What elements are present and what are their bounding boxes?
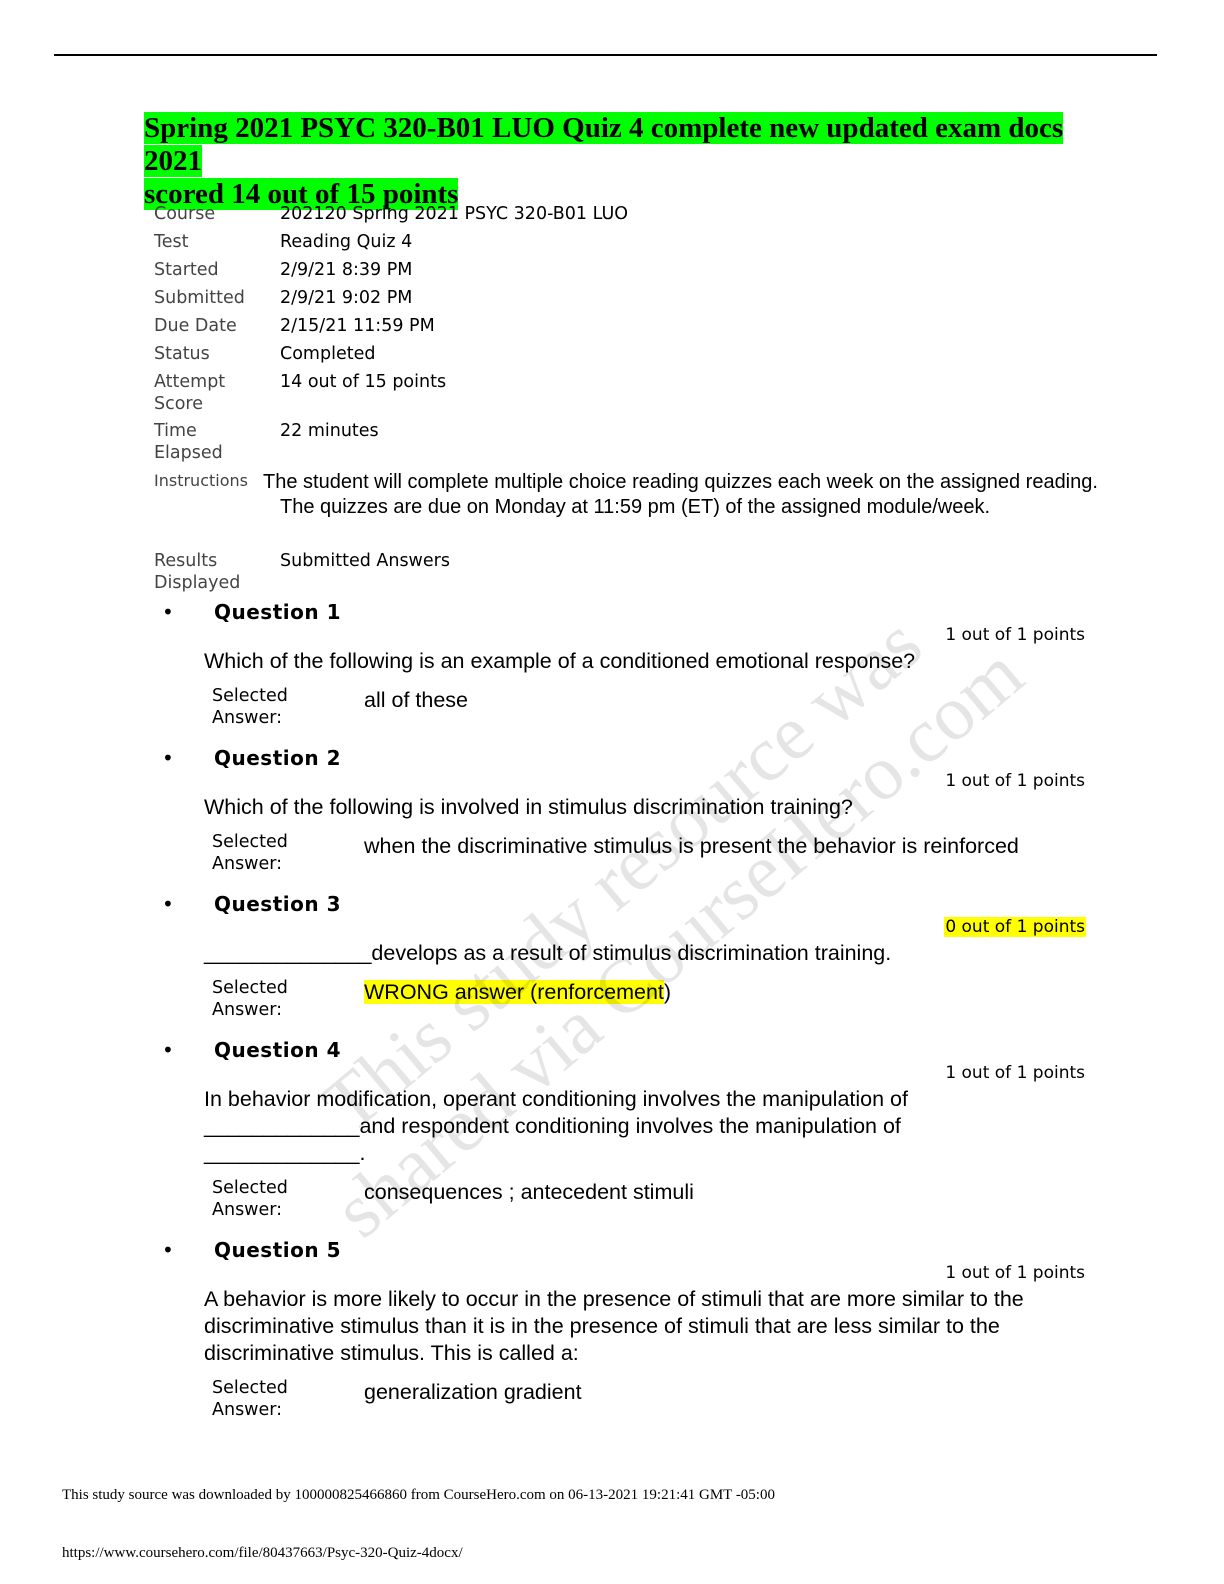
question-points: 1 out of 1 points <box>154 624 1094 646</box>
selected-answer-value: WRONG answer (renforcement) <box>364 977 1094 1006</box>
question-points: 1 out of 1 points <box>154 770 1094 792</box>
question-text: In behavior modification, operant condit… <box>204 1086 1094 1167</box>
question-points: 1 out of 1 points <box>154 1062 1094 1084</box>
meta-value: 22 minutes <box>280 421 379 441</box>
points-text-wrong: 0 out of 1 points <box>944 917 1086 937</box>
meta-label: Status <box>154 344 210 364</box>
question-header: • Question 3 <box>154 889 1094 919</box>
points-text: 1 out of 1 points <box>945 771 1085 791</box>
bullet-icon: • <box>162 600 174 624</box>
selected-answer: Selected Answer: generalization gradient <box>212 1377 1094 1425</box>
points-text: 1 out of 1 points <box>945 625 1085 645</box>
question-points: 0 out of 1 points <box>154 916 1094 938</box>
footer-url-link[interactable]: https://www.coursehero.com/file/80437663… <box>62 1545 463 1561</box>
question-header: • Question 1 <box>154 597 1094 627</box>
question-text: Which of the following is involved in st… <box>204 795 853 819</box>
selected-answer: Selected Answer: WRONG answer (renforcem… <box>212 977 1094 1025</box>
meta-value: 2/9/21 9:02 PM <box>280 288 413 308</box>
points-text: 1 out of 1 points <box>945 1063 1085 1083</box>
question-header: • Question 2 <box>154 743 1094 773</box>
question-header: • Question 5 <box>154 1235 1094 1265</box>
instructions-text: The student will complete multiple choic… <box>263 471 1098 518</box>
meta-label: Results Displayed <box>154 551 241 593</box>
selected-answer-label: Selected Answer: <box>212 686 288 728</box>
bullet-icon: • <box>162 1238 174 1262</box>
meta-value: Completed <box>280 344 376 364</box>
meta-label: Submitted <box>154 288 245 308</box>
question-1: • Question 1 1 out of 1 points Which of … <box>154 597 1094 733</box>
meta-row-instructions: Instructions The student will complete m… <box>154 470 1104 550</box>
meta-row-started: Started 2/9/21 8:39 PM <box>154 259 1104 287</box>
question-text: ______________develops as a result of st… <box>204 941 892 965</box>
meta-label: Instructions <box>154 471 248 490</box>
bullet-icon: • <box>162 1038 174 1062</box>
selected-answer-value: consequences ; antecedent stimuli <box>364 1180 694 1204</box>
question-text-line: _____________. <box>204 1141 366 1165</box>
meta-value: 2/15/21 11:59 PM <box>280 316 435 336</box>
question-title: Question 1 <box>214 600 341 624</box>
meta-row-test: Test Reading Quiz 4 <box>154 231 1104 259</box>
title-line-2: scored 14 out of 15 points <box>144 178 459 210</box>
question-title: Question 4 <box>214 1038 341 1062</box>
meta-label: Started <box>154 260 219 280</box>
selected-answer-label: Selected Answer: <box>212 978 288 1020</box>
bullet-icon: • <box>162 892 174 916</box>
selected-answer-value: when the discriminative stimulus is pres… <box>364 834 1019 858</box>
page-title: Spring 2021 PSYC 320-B01 LUO Quiz 4 comp… <box>144 112 1104 211</box>
question-3: • Question 3 0 out of 1 points _________… <box>154 889 1094 1025</box>
points-text: 1 out of 1 points <box>945 1263 1085 1283</box>
question-2: • Question 2 1 out of 1 points Which of … <box>154 743 1094 879</box>
top-rule <box>54 54 1157 56</box>
meta-row-status: Status Completed <box>154 343 1104 371</box>
question-text: A behavior is more likely to occur in th… <box>204 1287 1024 1365</box>
meta-value: Reading Quiz 4 <box>280 232 413 252</box>
meta-label: Attempt Score <box>154 372 226 414</box>
question-5: • Question 5 1 out of 1 points A behavio… <box>154 1235 1094 1425</box>
question-text-line: _____________and respondent conditioning… <box>204 1114 901 1138</box>
selected-answer: Selected Answer: when the discriminative… <box>212 831 1094 879</box>
selected-answer-value: all of these <box>364 688 468 712</box>
quiz-metadata: Course 202120 Spring 2021 PSYC 320-B01 L… <box>154 203 1104 594</box>
selected-answer: Selected Answer: all of these <box>212 685 1094 733</box>
meta-row-attempt-score: Attempt Score 14 out of 15 points <box>154 371 1104 420</box>
question-text: Which of the following is an example of … <box>204 649 916 673</box>
selected-answer-label: Selected Answer: <box>212 832 288 874</box>
meta-row-due-date: Due Date 2/15/21 11:59 PM <box>154 315 1104 343</box>
selected-answer-label: Selected Answer: <box>212 1378 288 1420</box>
meta-row-time-elapsed: Time Elapsed 22 minutes <box>154 420 1104 470</box>
meta-value: Submitted Answers <box>280 551 450 571</box>
question-points: 1 out of 1 points <box>154 1262 1094 1284</box>
meta-label: Test <box>154 232 189 252</box>
meta-label: Due Date <box>154 316 237 336</box>
meta-value: 2/9/21 8:39 PM <box>280 260 413 280</box>
bullet-icon: • <box>162 746 174 770</box>
wrong-answer-highlight: WRONG answer (renforcement <box>364 980 664 1004</box>
meta-value: 14 out of 15 points <box>280 372 447 392</box>
meta-row-submitted: Submitted 2/9/21 9:02 PM <box>154 287 1104 315</box>
meta-row-course: Course 202120 Spring 2021 PSYC 320-B01 L… <box>154 203 1104 231</box>
meta-label: Course <box>154 204 216 224</box>
question-text-line: In behavior modification, operant condit… <box>204 1087 908 1111</box>
selected-answer: Selected Answer: consequences ; antecede… <box>212 1177 1094 1225</box>
question-4: • Question 4 1 out of 1 points In behavi… <box>154 1035 1094 1225</box>
footer-download-notice: This study source was downloaded by 1000… <box>62 1487 775 1503</box>
question-title: Question 3 <box>214 892 341 916</box>
question-list: • Question 1 1 out of 1 points Which of … <box>154 597 1094 1435</box>
selected-answer-value: generalization gradient <box>364 1380 582 1404</box>
selected-answer-label: Selected Answer: <box>212 1178 288 1220</box>
question-header: • Question 4 <box>154 1035 1094 1065</box>
title-line-1: Spring 2021 PSYC 320-B01 LUO Quiz 4 comp… <box>144 112 1064 177</box>
meta-value: 202120 Spring 2021 PSYC 320-B01 LUO <box>280 204 629 224</box>
meta-row-results-displayed: Results Displayed Submitted Answers <box>154 550 1104 594</box>
question-title: Question 2 <box>214 746 341 770</box>
meta-label: Time Elapsed <box>154 421 223 463</box>
question-title: Question 5 <box>214 1238 341 1262</box>
wrong-answer-tail: ) <box>663 980 672 1004</box>
